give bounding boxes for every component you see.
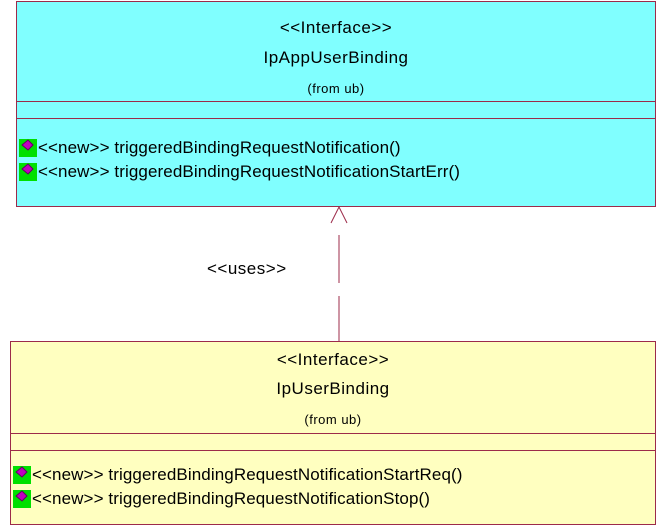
operation-text: <<new>> triggeredBindingRequestNotificat… [32,465,463,484]
uses-label: <<uses>> [207,259,287,278]
operation-row[interactable]: <<new>> triggeredBindingRequestNotificat… [13,465,463,485]
interface-ipuserbinding[interactable]: <<Interface>> IpUserBinding (from ub) <<… [10,341,656,525]
compartment-separator [17,101,655,102]
interface-ipappuserbinding[interactable]: <<Interface>> IpAppUserBinding (from ub)… [16,1,656,207]
operation-row[interactable]: <<new>> triggeredBindingRequestNotificat… [19,138,401,158]
class-name: IpUserBinding [276,379,390,398]
operation-text: <<new>> triggeredBindingRequestNotificat… [38,138,401,157]
operation-diamond-icon [13,466,31,484]
operation-row[interactable]: <<new>> triggeredBindingRequestNotificat… [19,162,460,182]
compartment-separator [11,433,655,434]
compartment-separator [11,450,655,451]
operation-text: <<new>> triggeredBindingRequestNotificat… [32,489,431,508]
operation-diamond-icon [19,163,37,181]
stereotype-label: <<Interface>> [276,350,390,369]
package-label: (from ub) [304,412,362,427]
package-label: (from ub) [307,81,365,96]
operation-row[interactable]: <<new>> triggeredBindingRequestNotificat… [13,489,430,509]
open-arrowhead-icon [330,205,348,224]
class-name: IpAppUserBinding [263,48,409,67]
stereotype-label: <<Interface>> [279,18,393,37]
operation-text: <<new>> triggeredBindingRequestNotificat… [38,162,461,181]
compartment-separator [17,118,655,119]
operation-diamond-icon [19,139,37,157]
operation-diamond-icon [13,490,31,508]
